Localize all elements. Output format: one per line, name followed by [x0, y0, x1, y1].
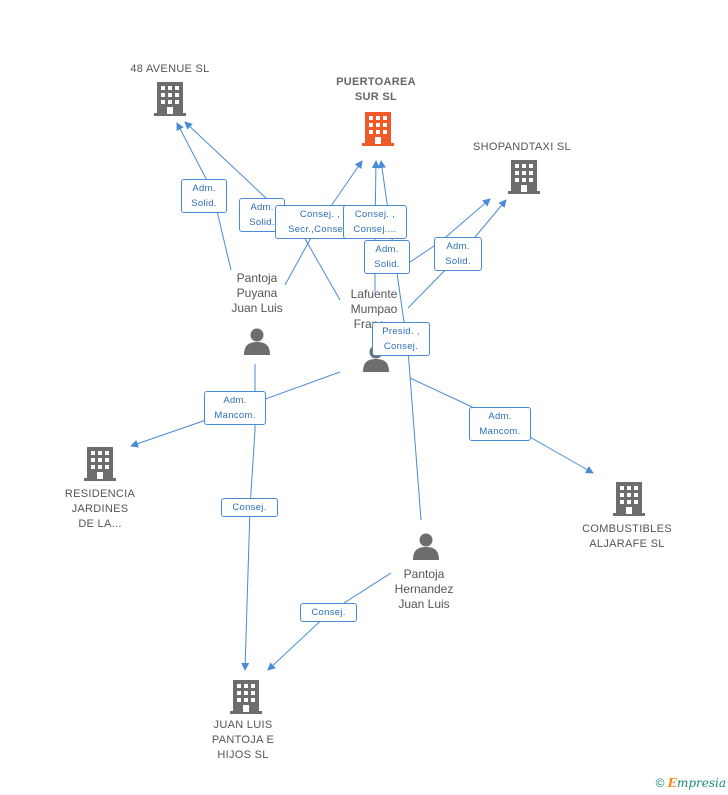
building-icon	[84, 447, 116, 481]
edge-label-line: Solid.	[374, 259, 400, 270]
edge-label-line: Adm.	[375, 244, 399, 255]
edge-label-line: Secr.,Conse...	[288, 224, 352, 235]
person-pantoja-hernandez[interactable]: Pantoja Hernandez Juan Luis	[374, 532, 474, 612]
building-icon	[508, 160, 540, 194]
edge-label-line: Adm.	[192, 183, 216, 194]
company-puertoarea-label-1: PUERTOAREA	[336, 76, 416, 88]
edge-label-line: Mancom.	[479, 426, 521, 437]
company-combustibles-label-2: ALJARAFE SL	[589, 538, 665, 550]
person-puyana-line-1: Pantoja	[236, 271, 278, 285]
company-residencia-jardines[interactable]: RESIDENCIA JARDINES DE LA...	[40, 447, 160, 532]
edge-label-adm-solid[interactable]: Adm. Solid.	[364, 240, 410, 274]
edge-label-line: Adm.	[488, 411, 512, 422]
edge-label-adm-solid[interactable]: Adm. Solid.	[181, 179, 227, 213]
edge-label-line: Solid.	[445, 256, 471, 267]
person-puyana-line-2: Puyana	[236, 286, 278, 300]
company-48-avenue-label: 48 AVENUE SL	[130, 63, 210, 75]
company-juan-luis-pantoja-hijos[interactable]: JUAN LUIS PANTOJA E HIJOS SL	[183, 680, 303, 765]
edge-label-line: Solid.	[191, 198, 217, 209]
company-hijos-label-2: PANTOJA E	[211, 734, 275, 746]
building-icon	[613, 482, 645, 516]
edge-label-consej[interactable]: Consej.	[221, 498, 278, 517]
building-icon	[154, 82, 186, 116]
edge-label-line: Consej.	[311, 607, 346, 618]
company-hijos-label-3: HIJOS SL	[217, 749, 269, 761]
person-lafuente-mumpao[interactable]: Lafuente Mumpao Franc...	[324, 287, 424, 373]
edge-label-line: Adm.	[223, 395, 247, 406]
company-puertoarea-sur[interactable]: PUERTOAREA SUR SL	[316, 75, 436, 150]
company-combustibles-label-1: COMBUSTIBLES	[582, 523, 672, 535]
edge-label-line: Adm.	[446, 241, 470, 252]
empresia-footer[interactable]: © Empresia	[656, 776, 726, 790]
edge-label-line: Consej. ,	[354, 209, 396, 220]
edge-label-consej[interactable]: Consej.	[300, 603, 357, 622]
building-icon	[230, 680, 262, 714]
edge-label-presid-consej[interactable]: Presid. , Consej.	[372, 322, 430, 356]
person-lafuente-line-1: Lafuente	[350, 287, 398, 301]
copyright-symbol: ©	[655, 776, 665, 790]
company-hijos-label-1: JUAN LUIS	[213, 719, 273, 731]
edge-label-adm-mancom[interactable]: Adm. Mancom.	[469, 407, 531, 441]
person-lafuente-line-2: Mumpao	[350, 302, 398, 316]
edge-label-line: Presid. ,	[382, 326, 420, 337]
company-shopandtaxi-label: SHOPANDTAXI SL	[473, 141, 571, 153]
edge-label-consej-consej[interactable]: Consej. , Consej....	[343, 205, 407, 239]
edge-label-line: Consej....	[353, 224, 397, 235]
person-hernandez-line-1: Pantoja	[403, 567, 445, 581]
person-pantoja-puyana[interactable]: Pantoja Puyana Juan Luis	[207, 271, 307, 361]
company-residencia-label-3: DE LA...	[78, 518, 122, 530]
edge-label-line: Solid.	[249, 217, 275, 228]
building-icon-highlight	[362, 112, 394, 146]
edge-label-line: Mancom.	[214, 410, 256, 421]
edge-label-adm-mancom[interactable]: Adm. Mancom.	[204, 391, 266, 425]
company-combustibles-aljarafe[interactable]: COMBUSTIBLES ALJARAFE SL	[567, 482, 687, 552]
edge-label-adm-solid[interactable]: Adm. Solid.	[434, 237, 482, 271]
person-puyana-line-3: Juan Luis	[231, 301, 283, 315]
edge-label-line: Consej.	[383, 341, 419, 352]
person-icon	[413, 533, 439, 560]
edge-label-line: Consej. ,	[299, 209, 341, 220]
person-icon	[244, 328, 270, 355]
company-residencia-label-2: JARDINES	[71, 503, 129, 515]
person-hernandez-line-2: Hernandez	[394, 582, 454, 596]
company-puertoarea-label-2: SUR SL	[354, 91, 398, 103]
company-residencia-label-1: RESIDENCIA	[64, 488, 136, 500]
company-shopandtaxi[interactable]: SHOPANDTAXI SL	[462, 140, 582, 200]
empresia-logo: Empresia	[667, 776, 726, 790]
edge-label-line: Adm.	[250, 202, 274, 213]
edge-label-line: Consej.	[232, 502, 267, 513]
company-48-avenue[interactable]: 48 AVENUE SL	[110, 62, 230, 122]
person-hernandez-line-3: Juan Luis	[398, 597, 450, 611]
